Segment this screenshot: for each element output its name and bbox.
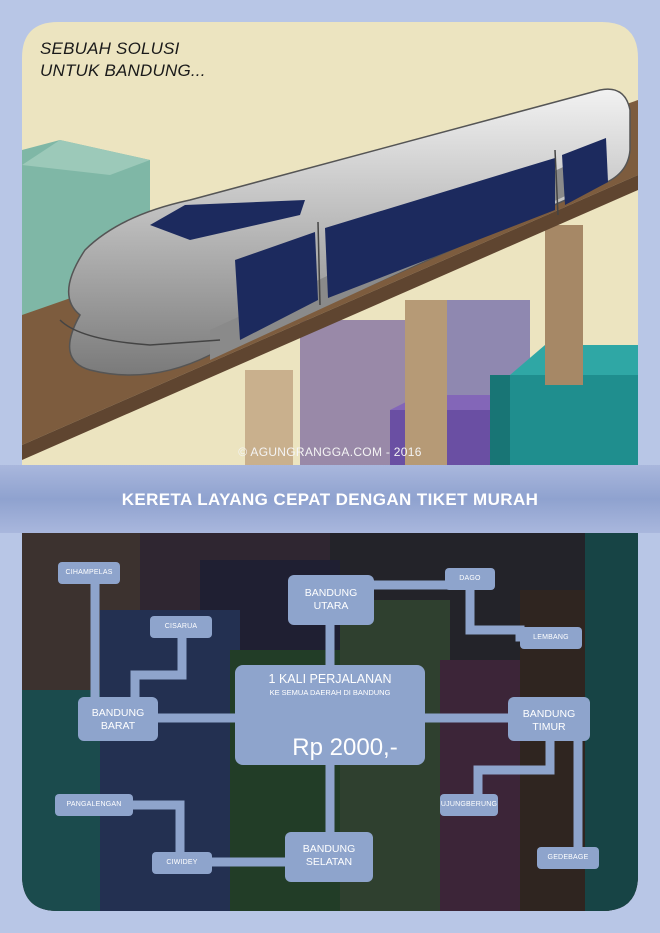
node-dago (445, 568, 495, 590)
node-label-ciwidey: CIWIDEY (166, 859, 198, 866)
center-line-1: 1 KALI PERJALANAN (268, 672, 392, 686)
node-lembang (520, 627, 582, 649)
banner-title: KERETA LAYANG CEPAT DENGAN TIKET MURAH (121, 490, 539, 509)
node-bandung-selatan-line-1: BANDUNG (302, 843, 356, 855)
node-label-dago: DAGO (459, 575, 481, 582)
pillar (545, 225, 583, 385)
node-gedebage (537, 847, 599, 869)
headline-line-2: UNTUK BANDUNG... (40, 61, 206, 80)
node-ujungberung (440, 794, 498, 816)
center-node (235, 665, 425, 765)
node-bandung-selatan (285, 832, 373, 882)
train-window (562, 138, 608, 205)
top-scene (22, 22, 638, 470)
train-roof-window (150, 200, 305, 240)
node-label-pangalengan: PANGALENGAN (66, 801, 122, 808)
train (59, 88, 631, 376)
node-bandung-utara (288, 575, 374, 625)
node-bandung-barat-line-1: BANDUNG (91, 707, 145, 719)
node-bandung-utara-line-2: UTARA (313, 600, 349, 612)
node-label-bandung-timur: BANDUNG TIMUR (508, 708, 590, 734)
node-bandung-timur-line-2: TIMUR (532, 721, 566, 733)
credit-text: © AGUNGRANGGA.COM - 2016 (238, 445, 422, 459)
node-bandung-barat-line-2: BARAT (100, 720, 136, 732)
node-label-ujungberung: UJUNGBERUNG (440, 801, 498, 808)
node-bandung-selatan-line-2: SELATAN (305, 856, 353, 868)
node-ciwidey (152, 852, 212, 874)
center-price: Rp 2000,- (292, 734, 398, 761)
node-bandung-barat (78, 697, 158, 741)
node-label-cisarua: CISARUA (164, 623, 198, 630)
train-window (325, 158, 555, 298)
route-nodes (55, 562, 599, 882)
node-bandung-timur-line-1: BANDUNG (522, 708, 576, 720)
train-window (235, 232, 318, 340)
node-cihampelas (58, 562, 120, 584)
node-label-cihampelas: CIHAMPELAS (65, 569, 113, 576)
pillar (405, 300, 447, 470)
node-pangalengan (55, 794, 133, 816)
headline: SEBUAH SOLUSI UNTUK BANDUNG... (40, 38, 206, 82)
node-cisarua (150, 616, 212, 638)
headline-banner (0, 465, 660, 533)
node-label-gedebage: GEDEBAGE (547, 854, 589, 861)
node-label-lembang: LEMBANG (533, 634, 569, 641)
node-bandung-utara-line-1: BANDUNG (304, 587, 358, 599)
center-line-2: KE SEMUA DAERAH DI BANDUNG (269, 688, 391, 697)
headline-line-1: SEBUAH SOLUSI (40, 39, 180, 58)
pillar (245, 370, 293, 470)
node-bandung-timur (508, 697, 590, 741)
node-label-bandung-selatan: BANDUNG SELATAN (285, 843, 373, 869)
node-label-bandung-utara: BANDUNG UTARA (288, 587, 374, 613)
node-label-bandung-barat: BANDUNG BARAT (78, 707, 158, 733)
building-teal-right (510, 375, 638, 470)
